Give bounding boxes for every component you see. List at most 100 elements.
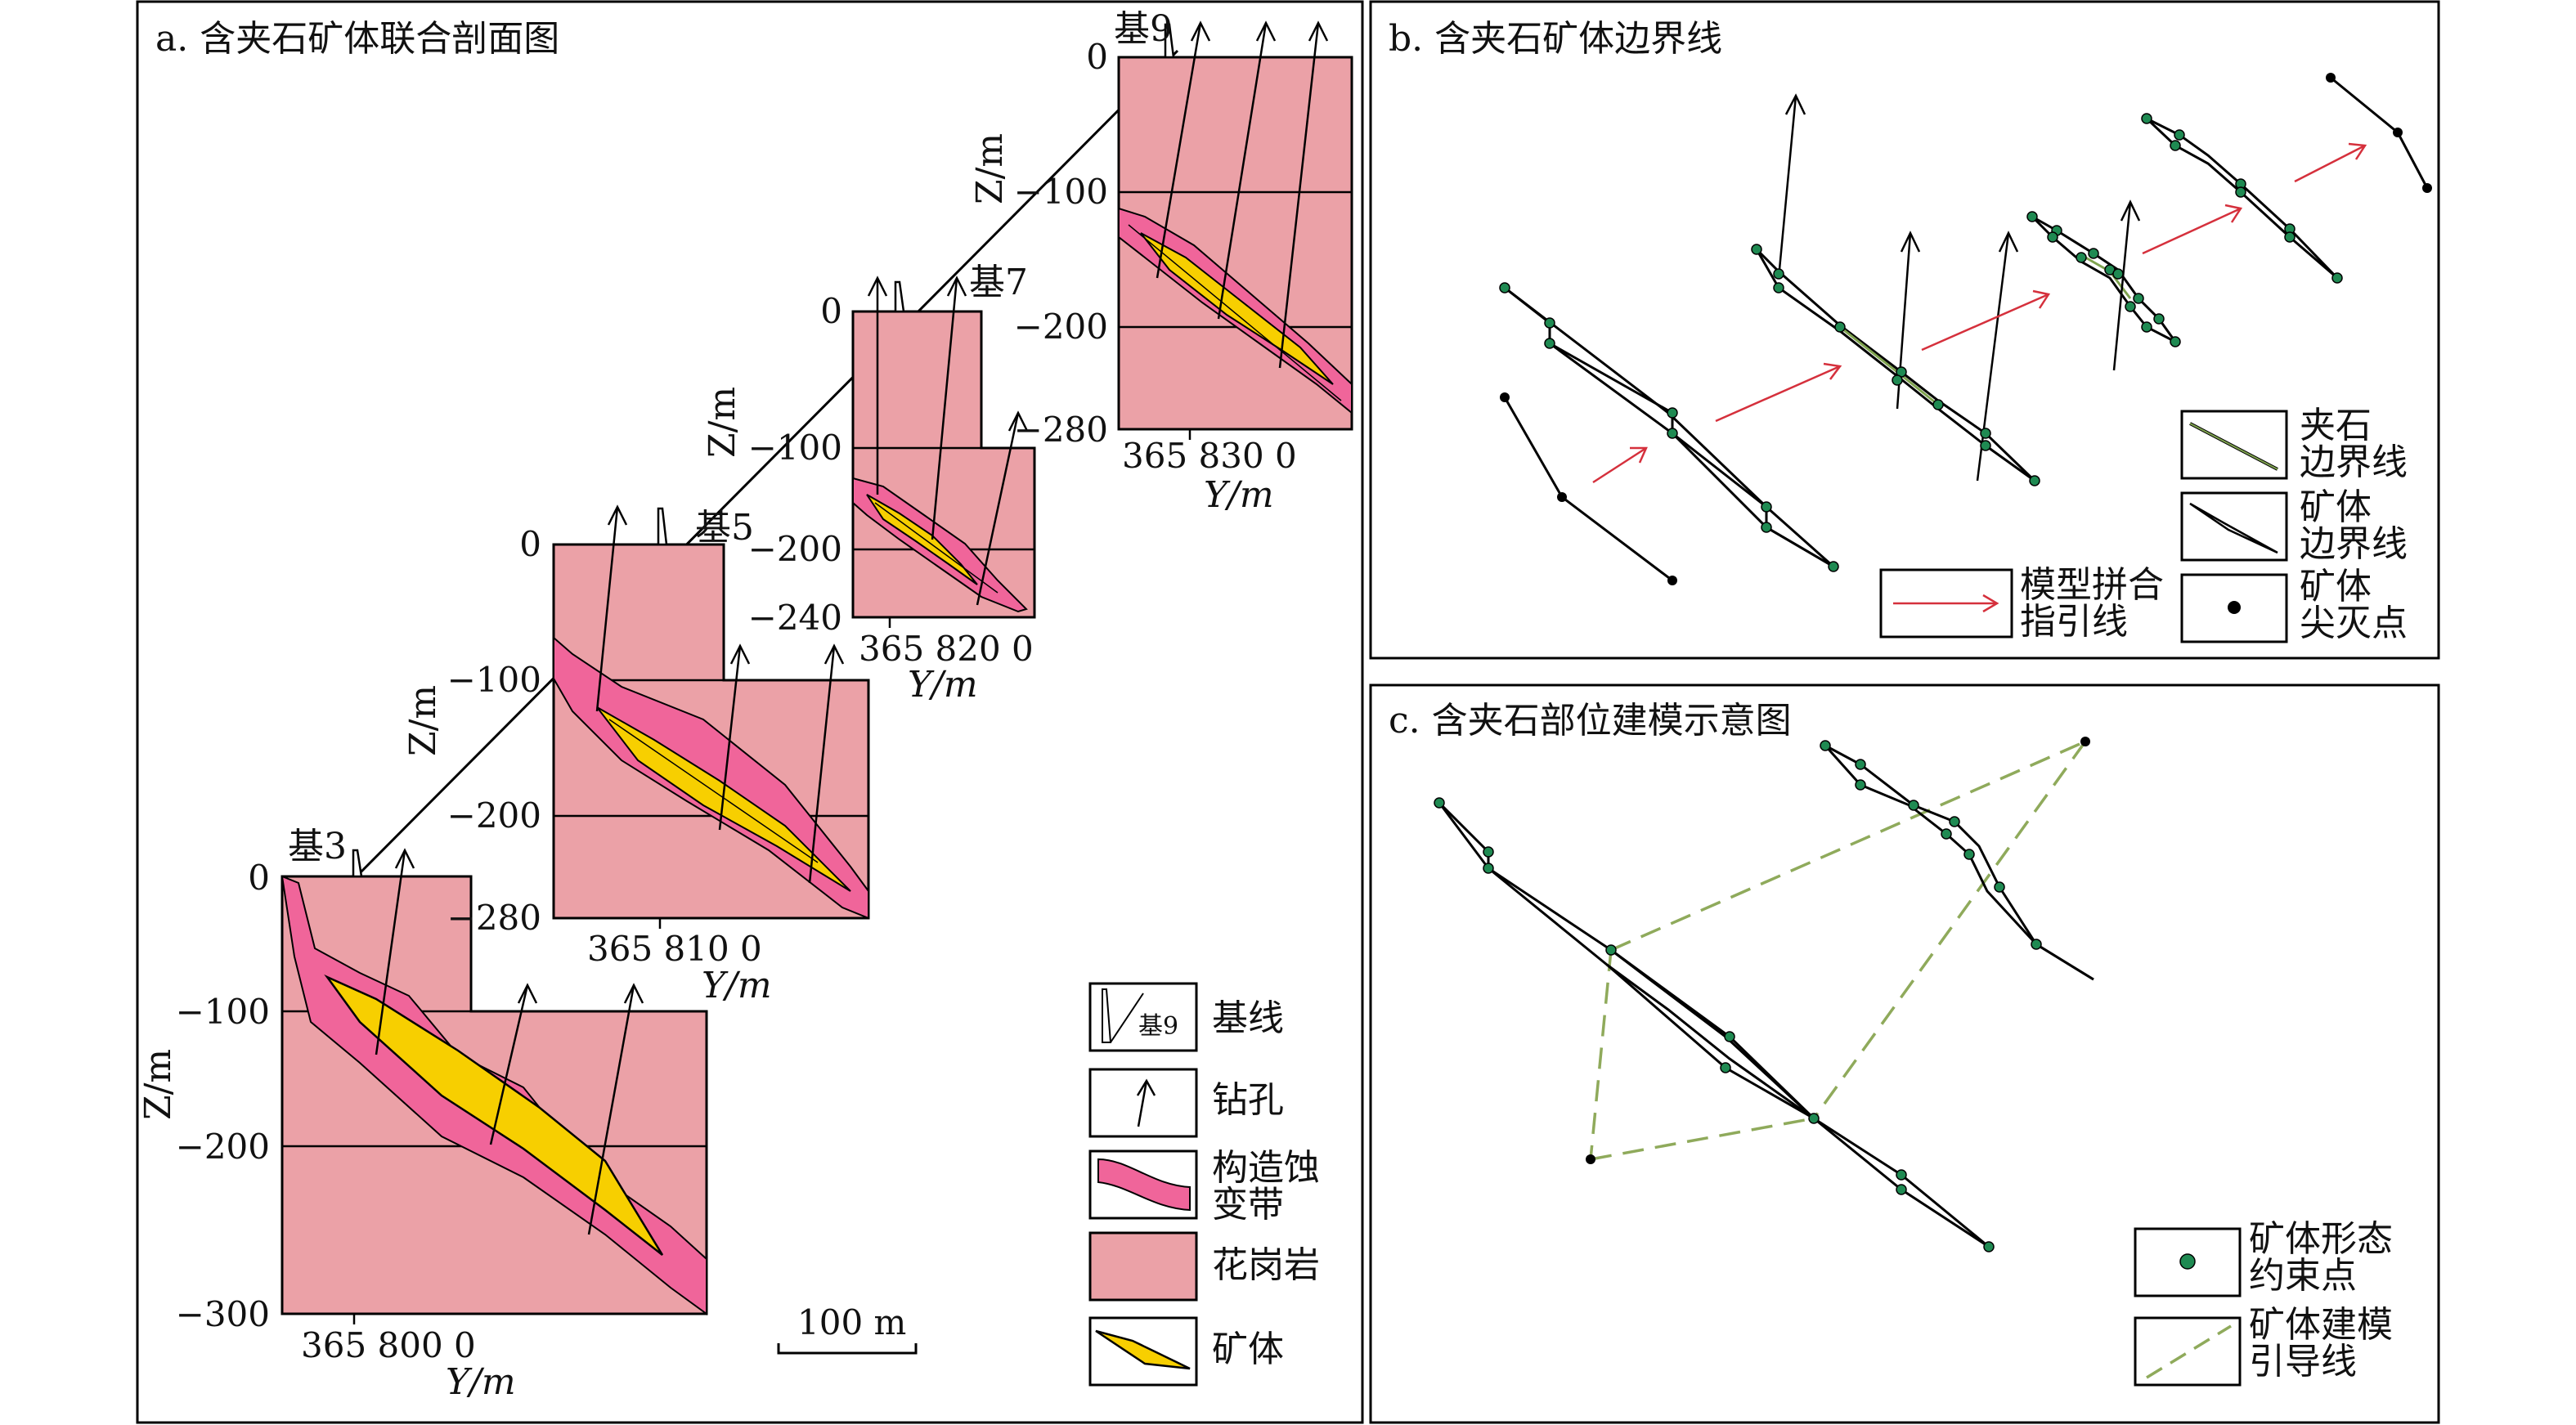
orebody xyxy=(324,974,664,1256)
legend-a: 基9 基线 钻孔 构造蚀 变带 花岗岩 xyxy=(1088,982,1320,1387)
legend-constraint-1: 矿体形态 xyxy=(2249,1218,2393,1260)
drillhole-icon xyxy=(375,848,644,1235)
panel-c-title: c. 含夹石部位建模示意图 xyxy=(1389,700,1792,742)
baseline-marker-icon xyxy=(1164,23,1175,59)
legend-item-guide: 模型拼合 指引线 xyxy=(1879,564,2164,643)
z-tick: −100 xyxy=(176,992,270,1032)
legend-item-drillhole: 钻孔 xyxy=(1088,1068,1284,1138)
drillhole-icon xyxy=(1156,20,1329,369)
pinchout-point xyxy=(1586,1154,1595,1164)
panel-c: c. 含夹石部位建模示意图 xyxy=(1369,683,2440,1424)
legend-item-ore-boundary: 矿体 边界线 xyxy=(2180,486,2408,565)
base-label-ji3: 基3 xyxy=(288,826,347,867)
y-axis-label: Y/m xyxy=(1204,474,1274,516)
constraint-points xyxy=(2141,113,2343,284)
legend-item-alteration: 构造蚀 变带 xyxy=(1088,1147,1320,1226)
z-tick: 0 xyxy=(248,858,270,898)
drillhole-icon xyxy=(867,276,1029,606)
constraint-points xyxy=(1820,740,2042,950)
legend-item-constraint: 矿体形态 约束点 xyxy=(2134,1218,2393,1297)
inclusion-line xyxy=(1128,224,1342,401)
base-label-ji7: 基7 xyxy=(969,262,1028,303)
base-label-ji9: 基9 xyxy=(1114,8,1173,50)
constraint-points xyxy=(2026,211,2181,347)
z-tick: −240 xyxy=(748,598,842,638)
scale-bar-label: 100 m xyxy=(797,1302,906,1342)
legend-ore-boundary-1: 矿体 xyxy=(2300,486,2372,528)
z-tick: −300 xyxy=(176,1294,270,1334)
section-ji9: 基9 0 −100 −200 −280 Z/m 365 830 0 Y/m xyxy=(969,8,1353,516)
z-tick: −100 xyxy=(748,428,842,468)
legend-modeling-guide-1: 矿体建模 xyxy=(2249,1304,2393,1346)
z-tick: 0 xyxy=(519,524,541,564)
y-axis-label: Y/m xyxy=(908,664,978,706)
drillhole-icon xyxy=(1136,1078,1156,1127)
constraint-points xyxy=(1434,797,1995,1252)
y-tick: 365 810 0 xyxy=(587,929,762,969)
legend-guide-2: 指引线 xyxy=(2020,601,2128,643)
z-tick: −200 xyxy=(1014,307,1108,347)
pinchout-point-icon xyxy=(2228,601,2241,614)
orebody-swatch xyxy=(1095,1329,1191,1370)
legend-item-granite: 花岗岩 xyxy=(1088,1231,1320,1302)
legend-alteration-label-2: 变带 xyxy=(1212,1184,1284,1226)
legend-inclusion-2: 边界线 xyxy=(2300,441,2408,483)
z-axis-label: Z/m xyxy=(137,1049,179,1120)
legend-modeling-guide-2: 引导线 xyxy=(2249,1341,2357,1382)
legend-alteration-label-1: 构造蚀 xyxy=(1212,1147,1320,1189)
pinchout-points xyxy=(2326,73,2432,193)
legend-ore-boundary-2: 边界线 xyxy=(2300,523,2408,565)
z-tick: −100 xyxy=(447,660,541,700)
legend-baseline-label: 基线 xyxy=(1212,997,1284,1039)
legend-inclusion-1: 夹石 xyxy=(2300,405,2372,446)
ore-boundary-4 xyxy=(2145,117,2339,280)
alteration-swatch xyxy=(1097,1158,1191,1212)
pinchout-points xyxy=(1500,392,1677,585)
legend-item-orebody: 矿体 xyxy=(1088,1316,1284,1387)
inclusion-line xyxy=(874,502,999,594)
z-axis-label: Z/m xyxy=(402,685,444,756)
z-axis-label: Z/m xyxy=(702,387,743,458)
constraint-points xyxy=(1751,244,2040,486)
constraint-point-icon xyxy=(2179,1253,2196,1270)
pinchout-point xyxy=(2080,737,2090,746)
z-tick: 0 xyxy=(820,291,842,331)
z-tick: −280 xyxy=(447,898,541,938)
y-axis-label: Y/m xyxy=(446,1361,516,1403)
section-ji7: 基7 0 −100 −200 −240 Z/m 365 820 0 Y/m xyxy=(702,262,1036,706)
z-tick: −100 xyxy=(1014,172,1108,212)
panel-a-title: a. 含夹石矿体联合剖面图 xyxy=(155,18,559,60)
base-label-ji5: 基5 xyxy=(695,507,754,549)
z-tick: 0 xyxy=(1086,37,1108,77)
legend-baseline-icon-text: 基9 xyxy=(1138,1012,1178,1041)
legend-b: 夹石 边界线 矿体 边界线 矿体 尖灭点 模型拼合 指引线 xyxy=(1879,405,2408,644)
legend-guide-1: 模型拼合 xyxy=(2020,564,2164,606)
modeling-guide-lines xyxy=(1589,740,2087,1161)
inclusion-line xyxy=(608,719,819,863)
legend-c: 矿体形态 约束点 矿体建模 引导线 xyxy=(2134,1218,2393,1387)
z-tick: −200 xyxy=(176,1127,270,1167)
y-tick: 365 830 0 xyxy=(1122,436,1297,476)
baseline-marker-icon xyxy=(352,849,363,878)
legend-pinchout-2: 尖灭点 xyxy=(2300,603,2408,644)
legend-item-modeling-guide: 矿体建模 引导线 xyxy=(2134,1304,2393,1387)
orebody xyxy=(1140,232,1334,385)
section-ji3: 基3 0 −100 −200 −300 Z/m 365 800 0 Y/m xyxy=(137,826,708,1403)
legend-constraint-2: 约束点 xyxy=(2249,1255,2357,1297)
legend-orebody-label: 矿体 xyxy=(1212,1329,1284,1370)
z-axis-label: Z/m xyxy=(969,133,1011,204)
baseline-connector xyxy=(350,49,1179,883)
drillhole-icon xyxy=(595,504,845,884)
z-tick: −280 xyxy=(1014,410,1108,450)
y-tick: 365 820 0 xyxy=(859,629,1034,669)
panel-c-frame xyxy=(1369,683,2440,1424)
legend-pinchout-1: 矿体 xyxy=(2300,566,2372,607)
constraint-points xyxy=(1499,282,1839,572)
panel-b-title: b. 含夹石矿体边界线 xyxy=(1389,18,1722,60)
legend-item-pinchout: 矿体 尖灭点 xyxy=(2180,566,2408,644)
panel-a: a. 含夹石矿体联合剖面图 基3 0 −100 −200 −300 Z/m xyxy=(136,0,1364,1424)
z-tick: −200 xyxy=(447,795,541,836)
baseline-marker-icon xyxy=(657,507,668,546)
legend-item-baseline: 基9 基线 xyxy=(1088,982,1284,1052)
